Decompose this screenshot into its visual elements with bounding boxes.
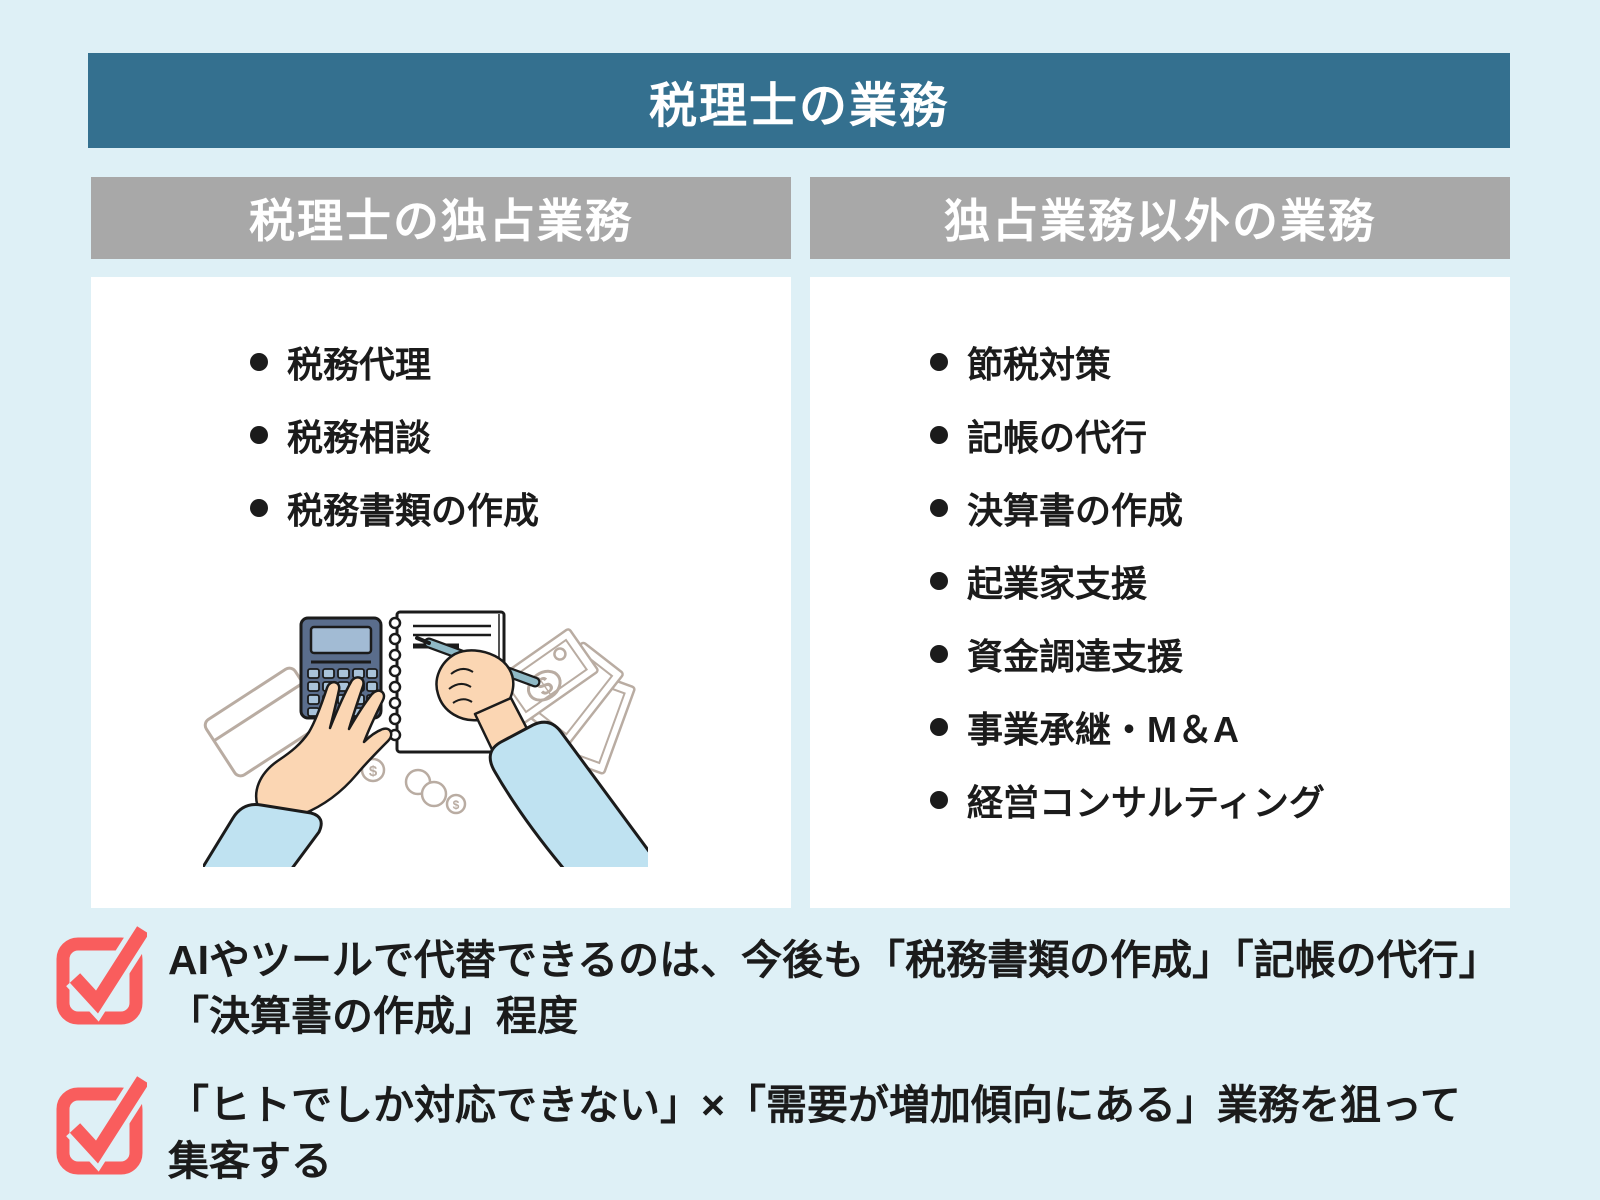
- other-duties-list: 節税対策 記帳の代行 決算書の作成 起業家支援 資金調達支援 事業承継・M＆A …: [930, 325, 1325, 836]
- list-item-label: 起業家支援: [967, 562, 1148, 604]
- bullet-icon: [930, 644, 948, 663]
- right-hand: [435, 649, 648, 867]
- page-title: 税理士の業務: [648, 79, 949, 133]
- bullet-icon: [250, 352, 268, 371]
- list-item-label: 節税対策: [967, 343, 1112, 385]
- column-header-exclusive: 税理士の独占業務: [91, 177, 791, 259]
- panel-exclusive-duties: 税務代理 税務相談 税務書類の作成: [91, 277, 791, 908]
- list-item-label: 資金調達支援: [967, 635, 1184, 677]
- list-item-label: 経営コンサルティング: [967, 781, 1325, 823]
- title-bar: 税理士の業務: [88, 53, 1510, 148]
- list-item: 税務代理: [250, 325, 539, 398]
- column-header-exclusive-label: 税理士の独占業務: [249, 195, 633, 247]
- right-sleeve: [488, 720, 648, 867]
- column-header-non-exclusive: 独占業務以外の業務: [810, 177, 1510, 259]
- bullet-icon: [930, 571, 948, 590]
- list-item: 税務書類の作成: [250, 471, 539, 544]
- list-item: 資金調達支援: [930, 617, 1325, 690]
- bullet-icon: [930, 790, 948, 809]
- column-header-non-exclusive-label: 独占業務以外の業務: [944, 195, 1376, 247]
- bullet-icon: [250, 498, 268, 517]
- bullet-icon: [250, 425, 268, 444]
- note-line: 集客する: [168, 1138, 332, 1184]
- note-line: AIやツールで代替できるのは、今後も「税務書類の作成」「記帳の代行」: [168, 937, 1500, 983]
- red-checkbox-icon: [56, 923, 147, 1025]
- accountant-hands-illustration: $ $ $: [203, 610, 648, 867]
- bullet-icon: [930, 425, 948, 444]
- bullet-icon: [930, 352, 948, 371]
- list-item-label: 事業承継・M＆A: [967, 708, 1239, 750]
- list-item-label: 記帳の代行: [967, 416, 1148, 458]
- note-targeting-strategy: 「ヒトでしか対応できない」×「需要が増加傾向にある」業務を狙って集客する: [168, 1077, 1568, 1189]
- banknotes-icon: $: [493, 628, 636, 775]
- list-item: 起業家支援: [930, 544, 1325, 617]
- note-ai-replacement: AIやツールで代替できるのは、今後も「税務書類の作成」「記帳の代行」「決算書の作…: [168, 932, 1568, 1044]
- list-item-label: 税務代理: [287, 343, 432, 385]
- list-item: 決算書の作成: [930, 471, 1325, 544]
- list-item: 経営コンサルティング: [930, 763, 1325, 836]
- list-item: 記帳の代行: [930, 398, 1325, 471]
- panel-other-duties: 節税対策 記帳の代行 決算書の作成 起業家支援 資金調達支援 事業承継・M＆A …: [810, 277, 1510, 908]
- list-item-label: 税務相談: [287, 416, 432, 458]
- svg-text:$: $: [453, 798, 460, 812]
- left-sleeve: [203, 803, 323, 867]
- list-item: 事業承継・M＆A: [930, 690, 1325, 763]
- list-item: 節税対策: [930, 325, 1325, 398]
- list-item-label: 決算書の作成: [967, 489, 1184, 531]
- left-hand: [203, 676, 393, 867]
- exclusive-duties-list: 税務代理 税務相談 税務書類の作成: [250, 325, 539, 544]
- red-checkbox-icon: [56, 1073, 147, 1175]
- bullet-icon: [930, 717, 948, 736]
- list-item-label: 税務書類の作成: [287, 489, 540, 531]
- note-line: 「ヒトでしか対応できない」×「需要が増加傾向にある」業務を狙って: [168, 1082, 1461, 1128]
- list-item: 税務相談: [250, 398, 539, 471]
- bullet-icon: [930, 498, 948, 517]
- note-line: 「決算書の作成」程度: [168, 993, 578, 1039]
- svg-text:$: $: [369, 763, 378, 780]
